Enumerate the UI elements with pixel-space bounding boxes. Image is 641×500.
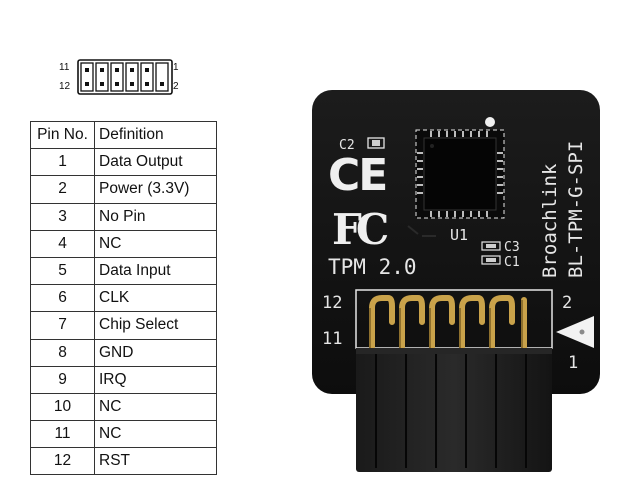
pin-number-cell: 8 xyxy=(30,338,95,367)
pin-number-cell: 2 xyxy=(30,175,95,204)
pcb-traces xyxy=(407,225,436,237)
connector-housing xyxy=(356,348,552,472)
pin-number-cell: 4 xyxy=(30,229,95,258)
pin-number-cell: 1 xyxy=(30,148,95,177)
pin-label-12: 12 xyxy=(59,81,71,92)
header-outline-graphic xyxy=(77,59,173,95)
c2-label: C2 xyxy=(339,138,355,153)
column-header-pin-no: Pin No. xyxy=(30,120,95,150)
pcb-board xyxy=(312,90,600,394)
c3-label: C3 xyxy=(504,240,520,255)
c1-label: C1 xyxy=(504,255,520,270)
pin-number-cell: 12 xyxy=(30,447,95,476)
c3-c1-capacitors xyxy=(481,241,501,265)
pin-definition-cell: CLK xyxy=(94,284,217,313)
pin-definition-cell: NC xyxy=(94,392,217,422)
c2-capacitor-body xyxy=(372,140,380,146)
tpm-version-label: TPM 2.0 xyxy=(328,255,417,279)
brand-label: Broachlink xyxy=(539,163,561,278)
model-label: BL-TPM-G-SPI xyxy=(565,141,587,278)
tpm-module-photo: C2 CE FC U1 C3 C1 TPM 2.0 Broachlink BL-… xyxy=(312,90,600,472)
pin-definition-cell: IRQ xyxy=(94,365,217,394)
pin-label-11: 11 xyxy=(59,62,70,73)
pin-definition-cell: Data Input xyxy=(94,256,217,286)
pin-number-cell: 3 xyxy=(30,202,95,231)
board-pin-label-1: 1 xyxy=(568,353,578,373)
pin-definition-cell: GND xyxy=(94,338,217,367)
pin-number-cell: 5 xyxy=(30,256,95,286)
pin-definition-cell: Data Output xyxy=(94,148,217,177)
pin-number-cell: 6 xyxy=(30,284,95,313)
board-pin-label-11: 11 xyxy=(322,329,342,349)
tpm-chip xyxy=(415,129,505,219)
pin-number-cell: 11 xyxy=(30,420,95,449)
pin-header-diagram: 11 12 1 2 xyxy=(56,56,186,96)
pin-label-1: 1 xyxy=(173,62,179,73)
ce-mark: CE xyxy=(328,150,386,201)
board-pin-label-12: 12 xyxy=(322,293,342,313)
pin-label-2: 2 xyxy=(173,81,179,92)
pin-definition-cell: NC xyxy=(94,229,217,258)
column-header-definition: Definition xyxy=(94,120,217,150)
c2-capacitor xyxy=(367,137,385,149)
fcc-mark: FC xyxy=(332,205,388,254)
u1-label: U1 xyxy=(450,226,468,244)
pin-definition-cell: RST xyxy=(94,447,217,476)
pin-definition-cell: Chip Select xyxy=(94,311,217,340)
pin1-triangle-marker xyxy=(556,316,594,348)
pin-definition-cell: No Pin xyxy=(94,202,217,231)
connector-ribs xyxy=(375,352,527,468)
fiducial-dot xyxy=(485,117,495,127)
pin-definition-cell: NC xyxy=(94,420,217,449)
pin-number-cell: 9 xyxy=(30,365,95,394)
pin1-marker-dot xyxy=(579,329,585,335)
header-pins xyxy=(369,295,527,353)
table-header-row: Pin No. Definition xyxy=(30,120,217,150)
connector-top-edge xyxy=(356,348,552,354)
board-pin-label-2: 2 xyxy=(562,293,572,313)
pin-definition-cell: Power (3.3V) xyxy=(94,175,217,204)
pin-number-cell: 10 xyxy=(30,392,95,422)
pin-number-cell: 7 xyxy=(30,311,95,340)
